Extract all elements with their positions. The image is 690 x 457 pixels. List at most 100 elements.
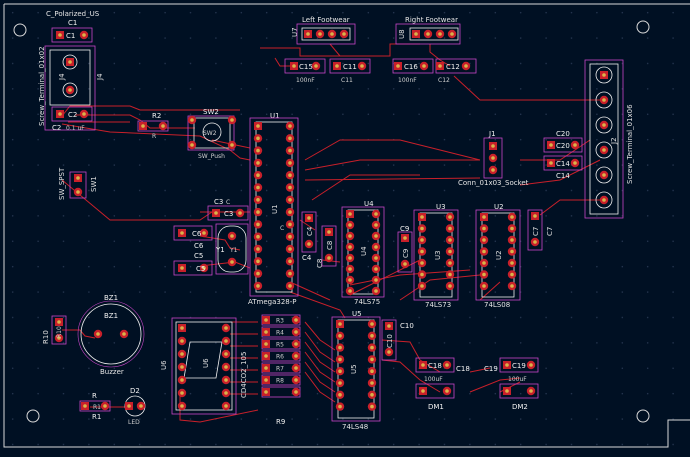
u3pins-pin-r[interactable] bbox=[445, 258, 455, 268]
u2pins-pin-l[interactable] bbox=[479, 224, 489, 233]
u6pins-pin-r[interactable] bbox=[221, 375, 231, 385]
u5pins-pin-l[interactable] bbox=[335, 402, 345, 411]
u5pins-pin-l[interactable] bbox=[335, 355, 345, 364]
u4pins-pin-l[interactable] bbox=[345, 220, 355, 230]
u5pins-pin-r[interactable] bbox=[367, 390, 377, 399]
u4pins-pin-l[interactable] bbox=[346, 210, 354, 218]
sw1-switch[interactable] bbox=[69, 171, 87, 199]
u3pins-pin-r[interactable] bbox=[445, 224, 455, 233]
u5-74ls48[interactable] bbox=[331, 316, 381, 422]
u1pins-pin-r[interactable] bbox=[285, 171, 295, 180]
u6pins-pin-r[interactable] bbox=[221, 388, 231, 398]
c1-capacitor[interactable] bbox=[51, 27, 93, 43]
u4pins-pin-r[interactable] bbox=[371, 264, 381, 274]
u6pins-pin-l[interactable] bbox=[177, 362, 187, 372]
u6pins-pin-r[interactable] bbox=[221, 349, 231, 359]
u6pins-pin-l[interactable] bbox=[177, 388, 187, 398]
u4pins-pin-r[interactable] bbox=[371, 275, 381, 285]
u1pins-pin-l[interactable] bbox=[253, 269, 263, 278]
c8-capacitor[interactable] bbox=[321, 225, 337, 267]
u1pins-pin-l[interactable] bbox=[253, 207, 263, 217]
u1pins-pin-l[interactable] bbox=[253, 281, 263, 291]
resistor-pin[interactable] bbox=[291, 387, 301, 397]
u2pins-pin-r[interactable] bbox=[507, 270, 517, 279]
u3pins-pin-l[interactable] bbox=[417, 247, 427, 256]
resistor-pin[interactable] bbox=[291, 315, 301, 325]
u5pins-pin-r[interactable] bbox=[367, 402, 377, 411]
u2pins-pin-l[interactable] bbox=[479, 247, 489, 256]
u6pins-pin-l[interactable] bbox=[178, 324, 186, 332]
u5pins-pin-r[interactable] bbox=[367, 343, 377, 352]
u3pins-pin-l[interactable] bbox=[417, 281, 427, 291]
u2pins-pin-r[interactable] bbox=[507, 235, 517, 245]
c11-capacitor[interactable] bbox=[329, 58, 371, 74]
j4-screw-terminal[interactable] bbox=[44, 45, 96, 131]
u1pins-pin-l[interactable] bbox=[253, 158, 263, 168]
u3pins-pin-l[interactable] bbox=[417, 235, 427, 245]
u5pins-pin-l[interactable] bbox=[336, 320, 344, 328]
u1pins-pin-l[interactable] bbox=[253, 244, 263, 254]
r1-resistor[interactable] bbox=[79, 400, 111, 412]
u5pins-pin-r[interactable] bbox=[367, 331, 377, 340]
u3pins-pin-l[interactable] bbox=[417, 258, 427, 268]
u1pins-pin-l[interactable] bbox=[253, 195, 263, 204]
u5pins-pin-r[interactable] bbox=[367, 367, 377, 376]
u5pins-pin-l[interactable] bbox=[335, 367, 345, 376]
c16-capacitor[interactable] bbox=[392, 58, 434, 74]
u1pins-pin-r[interactable] bbox=[285, 232, 295, 241]
c6-capacitor[interactable] bbox=[173, 225, 213, 241]
u4pins-pin-r[interactable] bbox=[371, 209, 381, 219]
u1pins-pin-l[interactable] bbox=[253, 232, 263, 241]
u4pins-pin-r[interactable] bbox=[371, 286, 381, 296]
u5pins-pin-l[interactable] bbox=[335, 378, 345, 388]
u6pins-pin-r[interactable] bbox=[221, 323, 231, 333]
c7-capacitor[interactable] bbox=[527, 209, 543, 251]
u3pins-pin-r[interactable] bbox=[445, 247, 455, 256]
y1-crystal[interactable] bbox=[215, 223, 249, 275]
u6pins-pin-l[interactable] bbox=[177, 349, 187, 359]
j2-pin[interactable] bbox=[600, 71, 608, 79]
u2pins-pin-l[interactable] bbox=[479, 270, 489, 279]
u6pins-pin-l[interactable] bbox=[177, 336, 187, 346]
u3pins-pin-r[interactable] bbox=[445, 212, 455, 222]
u4pins-pin-l[interactable] bbox=[345, 264, 355, 274]
dm1-module[interactable] bbox=[415, 383, 455, 399]
resistor-pin[interactable] bbox=[291, 375, 301, 385]
j2-screw-terminal[interactable] bbox=[584, 59, 624, 219]
u1pins-pin-r[interactable] bbox=[285, 158, 295, 168]
u1pins-pin-l[interactable] bbox=[253, 146, 263, 155]
sw2-push-button[interactable] bbox=[187, 115, 237, 151]
r10-resistor[interactable] bbox=[51, 315, 67, 345]
u6pins-pin-l[interactable] bbox=[177, 401, 187, 411]
u3pins-pin-r[interactable] bbox=[445, 270, 455, 279]
u4pins-pin-l[interactable] bbox=[345, 242, 355, 252]
c4-capacitor[interactable] bbox=[301, 211, 317, 253]
u3pins-pin-l[interactable] bbox=[418, 213, 426, 221]
u4-74ls75[interactable] bbox=[341, 206, 385, 298]
u3pins-pin-l[interactable] bbox=[417, 224, 427, 233]
u1pins-pin-r[interactable] bbox=[285, 207, 295, 217]
resistor-pin[interactable] bbox=[262, 352, 270, 360]
j2-pin[interactable] bbox=[599, 195, 609, 205]
c15-capacitor[interactable] bbox=[284, 58, 326, 74]
u6-display[interactable] bbox=[171, 317, 237, 415]
bz1-buzzer[interactable] bbox=[77, 300, 145, 368]
u4pins-pin-r[interactable] bbox=[371, 242, 381, 252]
c14-capacitor[interactable] bbox=[543, 155, 583, 171]
u6pins-pin-r[interactable] bbox=[221, 336, 231, 346]
u4pins-pin-r[interactable] bbox=[371, 253, 381, 263]
j2-pin[interactable] bbox=[599, 170, 609, 180]
u1-atmega328[interactable] bbox=[249, 117, 299, 297]
u2pins-pin-r[interactable] bbox=[507, 258, 517, 268]
u2pins-pin-r[interactable] bbox=[507, 224, 517, 233]
u5pins-pin-r[interactable] bbox=[367, 355, 377, 364]
resistor-pin[interactable] bbox=[291, 339, 301, 349]
u2pins-pin-r[interactable] bbox=[507, 281, 517, 291]
j2-pin[interactable] bbox=[599, 145, 609, 155]
u1pins-pin-l[interactable] bbox=[254, 122, 262, 130]
u3pins-pin-r[interactable] bbox=[445, 281, 455, 291]
u2pins-pin-l[interactable] bbox=[479, 258, 489, 268]
u1pins-pin-r[interactable] bbox=[285, 220, 295, 229]
u1pins-pin-r[interactable] bbox=[285, 195, 295, 204]
